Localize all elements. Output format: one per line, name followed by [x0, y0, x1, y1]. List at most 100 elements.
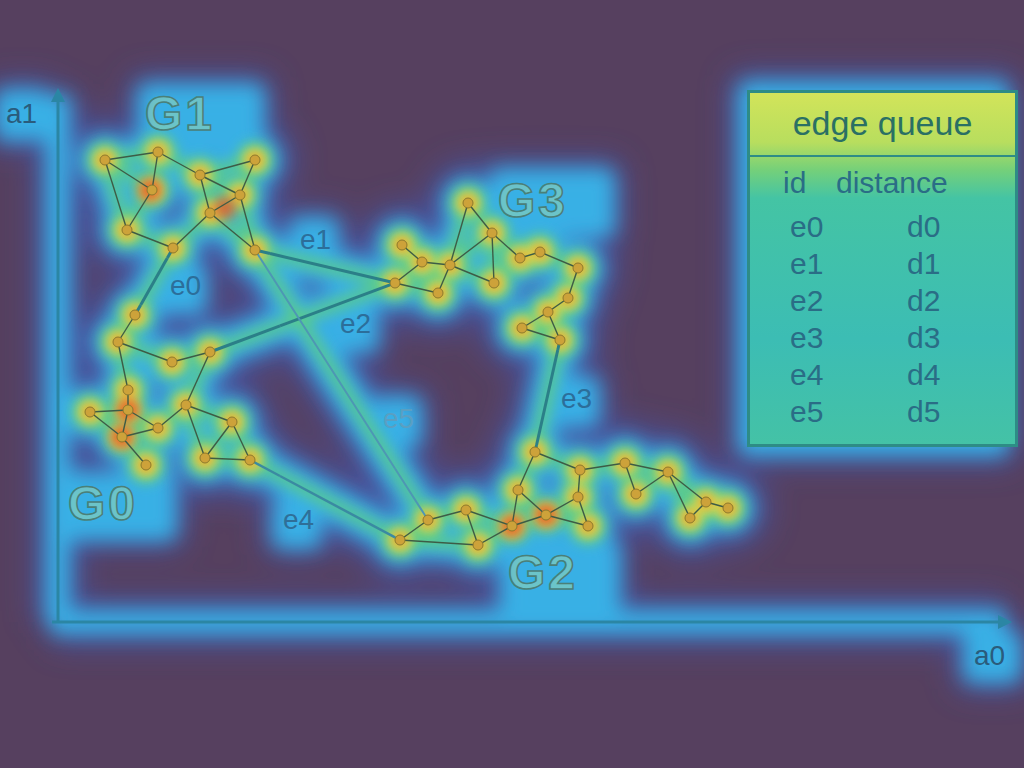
table-cell: e2	[790, 286, 823, 316]
table-cell: e3	[790, 323, 823, 353]
cluster-connector	[280, 476, 395, 537]
heat-spot	[420, 512, 436, 528]
heat-spot	[560, 290, 576, 306]
graph-vertex	[573, 263, 583, 273]
graph-edge	[546, 515, 588, 526]
graph-edge	[173, 213, 210, 248]
graph-edge	[240, 195, 255, 250]
graph-vertex	[555, 335, 565, 345]
table-cell: id	[783, 168, 806, 198]
graph-edge	[105, 160, 152, 190]
graph-vertex	[123, 405, 133, 415]
graph-edge	[450, 233, 492, 265]
cluster-connector	[141, 258, 168, 305]
cluster-region: G0	[62, 305, 280, 535]
cluster-region: G1	[95, 88, 270, 258]
heat-blob	[272, 497, 322, 549]
graph-vertex	[487, 228, 497, 238]
heat-spot	[527, 444, 543, 460]
heat-layer	[78, 140, 740, 557]
graph-vertex	[461, 505, 471, 515]
graph-vertex	[130, 310, 140, 320]
heat-spot	[168, 387, 204, 423]
heat-spot	[617, 455, 633, 471]
graph-vertex	[181, 400, 191, 410]
axis-line	[57, 95, 60, 622]
graph-vertex	[397, 240, 407, 250]
heat-stroke	[135, 248, 173, 315]
heat-spot	[494, 508, 530, 544]
heat-spot	[182, 157, 218, 193]
cluster-region: G3	[390, 175, 608, 350]
heat-spot	[188, 163, 212, 187]
heat-spot	[164, 354, 180, 370]
heat-spot	[198, 340, 222, 364]
heat-spot	[570, 260, 586, 276]
graph-edge	[518, 452, 535, 490]
heat-spot	[243, 238, 267, 262]
table-cell: d4	[907, 360, 940, 390]
graph-vertex	[563, 293, 573, 303]
graph-vertex	[168, 243, 178, 253]
heat-spot	[656, 460, 680, 484]
heat-spot	[214, 404, 250, 440]
heat-spot	[220, 410, 244, 434]
edge-label: e3	[561, 385, 592, 413]
graph-vertices	[85, 147, 733, 550]
graph-vertex	[390, 278, 400, 288]
graph-edge	[492, 233, 494, 283]
heat-spot	[383, 271, 407, 295]
axis-label: a1	[6, 100, 37, 128]
graph-edge	[468, 203, 492, 233]
heat-stroke	[45, 95, 70, 622]
graph-edge	[668, 472, 706, 502]
graph-edge	[172, 352, 210, 362]
axis-label: a0	[974, 642, 1005, 670]
graph-edge	[122, 437, 146, 465]
heat-spot	[146, 416, 170, 440]
heat-blob	[963, 631, 1021, 683]
heat-spot	[514, 320, 530, 336]
edge-label: e5	[383, 405, 414, 433]
graph-vertex	[723, 503, 733, 513]
graph-vertex	[147, 185, 157, 195]
graph-edge	[122, 428, 158, 437]
graph-edge	[466, 510, 512, 526]
heat-spot	[123, 303, 147, 327]
heat-spot	[232, 187, 248, 203]
table-cell: d2	[907, 286, 940, 316]
table-cell: d3	[907, 323, 940, 353]
heat-spot	[426, 281, 450, 305]
heat-spot	[174, 393, 198, 417]
heat-stroke	[173, 213, 210, 248]
heat-spot	[139, 179, 161, 201]
heat-spot	[628, 486, 644, 502]
graph-vertex	[245, 455, 255, 465]
cluster-label: G3	[498, 177, 568, 225]
heat-spot	[607, 445, 643, 481]
heat-layer	[0, 81, 1021, 683]
heat-spot	[650, 454, 686, 490]
graph-vertex	[489, 278, 499, 288]
graph-edge	[200, 160, 255, 175]
graph-edge	[522, 328, 560, 340]
graph-edge	[450, 203, 468, 265]
heat-spot	[110, 425, 134, 449]
heat-spot	[97, 152, 113, 168]
graph-edge	[90, 410, 128, 412]
graph-vertex	[200, 453, 210, 463]
edge-label: e2	[340, 310, 371, 338]
graph-edge	[492, 233, 520, 258]
heat-spot	[556, 286, 580, 310]
heat-spot	[716, 496, 740, 520]
heat-spot	[128, 447, 164, 483]
heat-spot	[540, 304, 556, 320]
heat-stroke	[210, 283, 395, 352]
graph-edge	[450, 265, 494, 283]
graph-vertex	[235, 190, 245, 200]
heat-stroke	[250, 460, 400, 540]
cluster-connector	[280, 285, 390, 326]
heat-spot	[450, 185, 486, 221]
heat-spot	[548, 328, 572, 352]
